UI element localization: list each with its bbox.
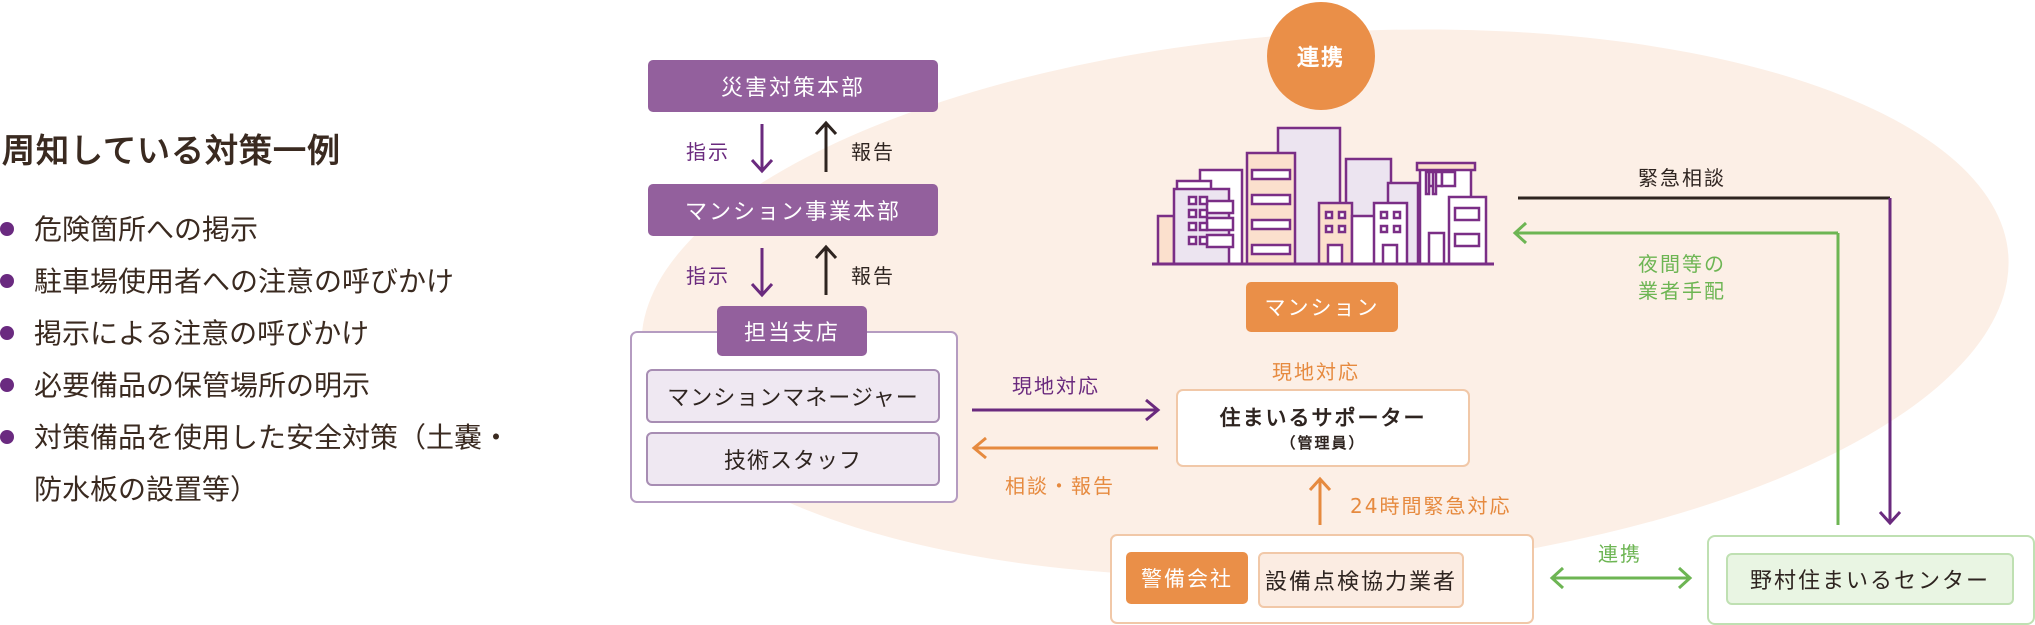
instruct-arrow-1 [750, 124, 774, 174]
security-company-box: 警備会社 [1126, 552, 1248, 604]
emergency-24h-label: 24時間緊急対応 [1350, 494, 1512, 518]
inspection-partner-box: 設備点検協力業者 [1258, 552, 1464, 608]
list-item: 対策備品を使用した安全対策（土嚢・ [0, 412, 510, 464]
list-item-continuation: 防水板の設置等） [34, 473, 259, 506]
tech-staff-box: 技術スタッフ [646, 432, 940, 486]
collab-circle: 連携 [1267, 2, 1375, 110]
bullet-icon [0, 378, 14, 392]
instruct-arrow-2 [750, 248, 774, 298]
bullet-icon [0, 326, 14, 340]
bullet-icon [0, 274, 14, 288]
hq-box: 災害対策本部 [648, 60, 938, 112]
instruct-label-1: 指示 [686, 140, 730, 164]
night-arrangement-arrow [1512, 221, 1840, 525]
supporter-box: 住まいるサポーター （管理員） [1176, 389, 1470, 467]
list-item: 危険箇所への掲示 [0, 204, 510, 256]
collab-double-arrow [1549, 566, 1693, 590]
consult-report-label: 相談・報告 [1005, 474, 1115, 498]
consult-arrow [971, 436, 1158, 460]
emergency-24h-arrow [1308, 476, 1332, 525]
onsite-arrow [972, 398, 1161, 422]
night-arrangement-line2: 業者手配 [1638, 279, 1726, 303]
list-item: 必要備品の保管場所の明示 [0, 360, 510, 412]
mansion-box: マンション [1246, 282, 1398, 332]
night-arrangement-line1: 夜間等の [1638, 252, 1726, 276]
list-item: 掲示による注意の呼びかけ [0, 308, 510, 360]
branch-box: 担当支店 [717, 306, 867, 356]
report-arrow-2 [814, 244, 838, 295]
bullet-icon [0, 430, 14, 444]
supporter-title: 住まいるサポーター [1219, 406, 1427, 430]
measures-list: 危険箇所への掲示 駐車場使用者への注意の呼びかけ 掲示による注意の呼びかけ 必要… [0, 204, 510, 516]
urgent-consult-label: 緊急相談 [1638, 166, 1726, 190]
supporter-subtitle: （管理員） [1280, 434, 1366, 452]
collab-label: 連携 [1598, 542, 1642, 566]
urgent-consult-arrow [1518, 196, 1902, 526]
report-label-2: 報告 [851, 264, 895, 288]
onsite-response-label: 現地対応 [1012, 374, 1100, 398]
manager-box: マンションマネージャー [646, 369, 940, 423]
list-item: 駐車場使用者への注意の呼びかけ [0, 256, 510, 308]
measures-title: 周知している対策一例 [2, 131, 342, 170]
report-label-1: 報告 [851, 140, 895, 164]
instruct-label-2: 指示 [686, 264, 730, 288]
report-arrow-1 [814, 120, 838, 172]
buildings-icon [1152, 126, 1494, 266]
bullet-icon [0, 222, 14, 236]
nomura-center-box: 野村住まいるセンター [1726, 553, 2014, 605]
onsite-label-center: 現地対応 [1272, 360, 1360, 384]
division-box: マンション事業本部 [648, 184, 938, 236]
